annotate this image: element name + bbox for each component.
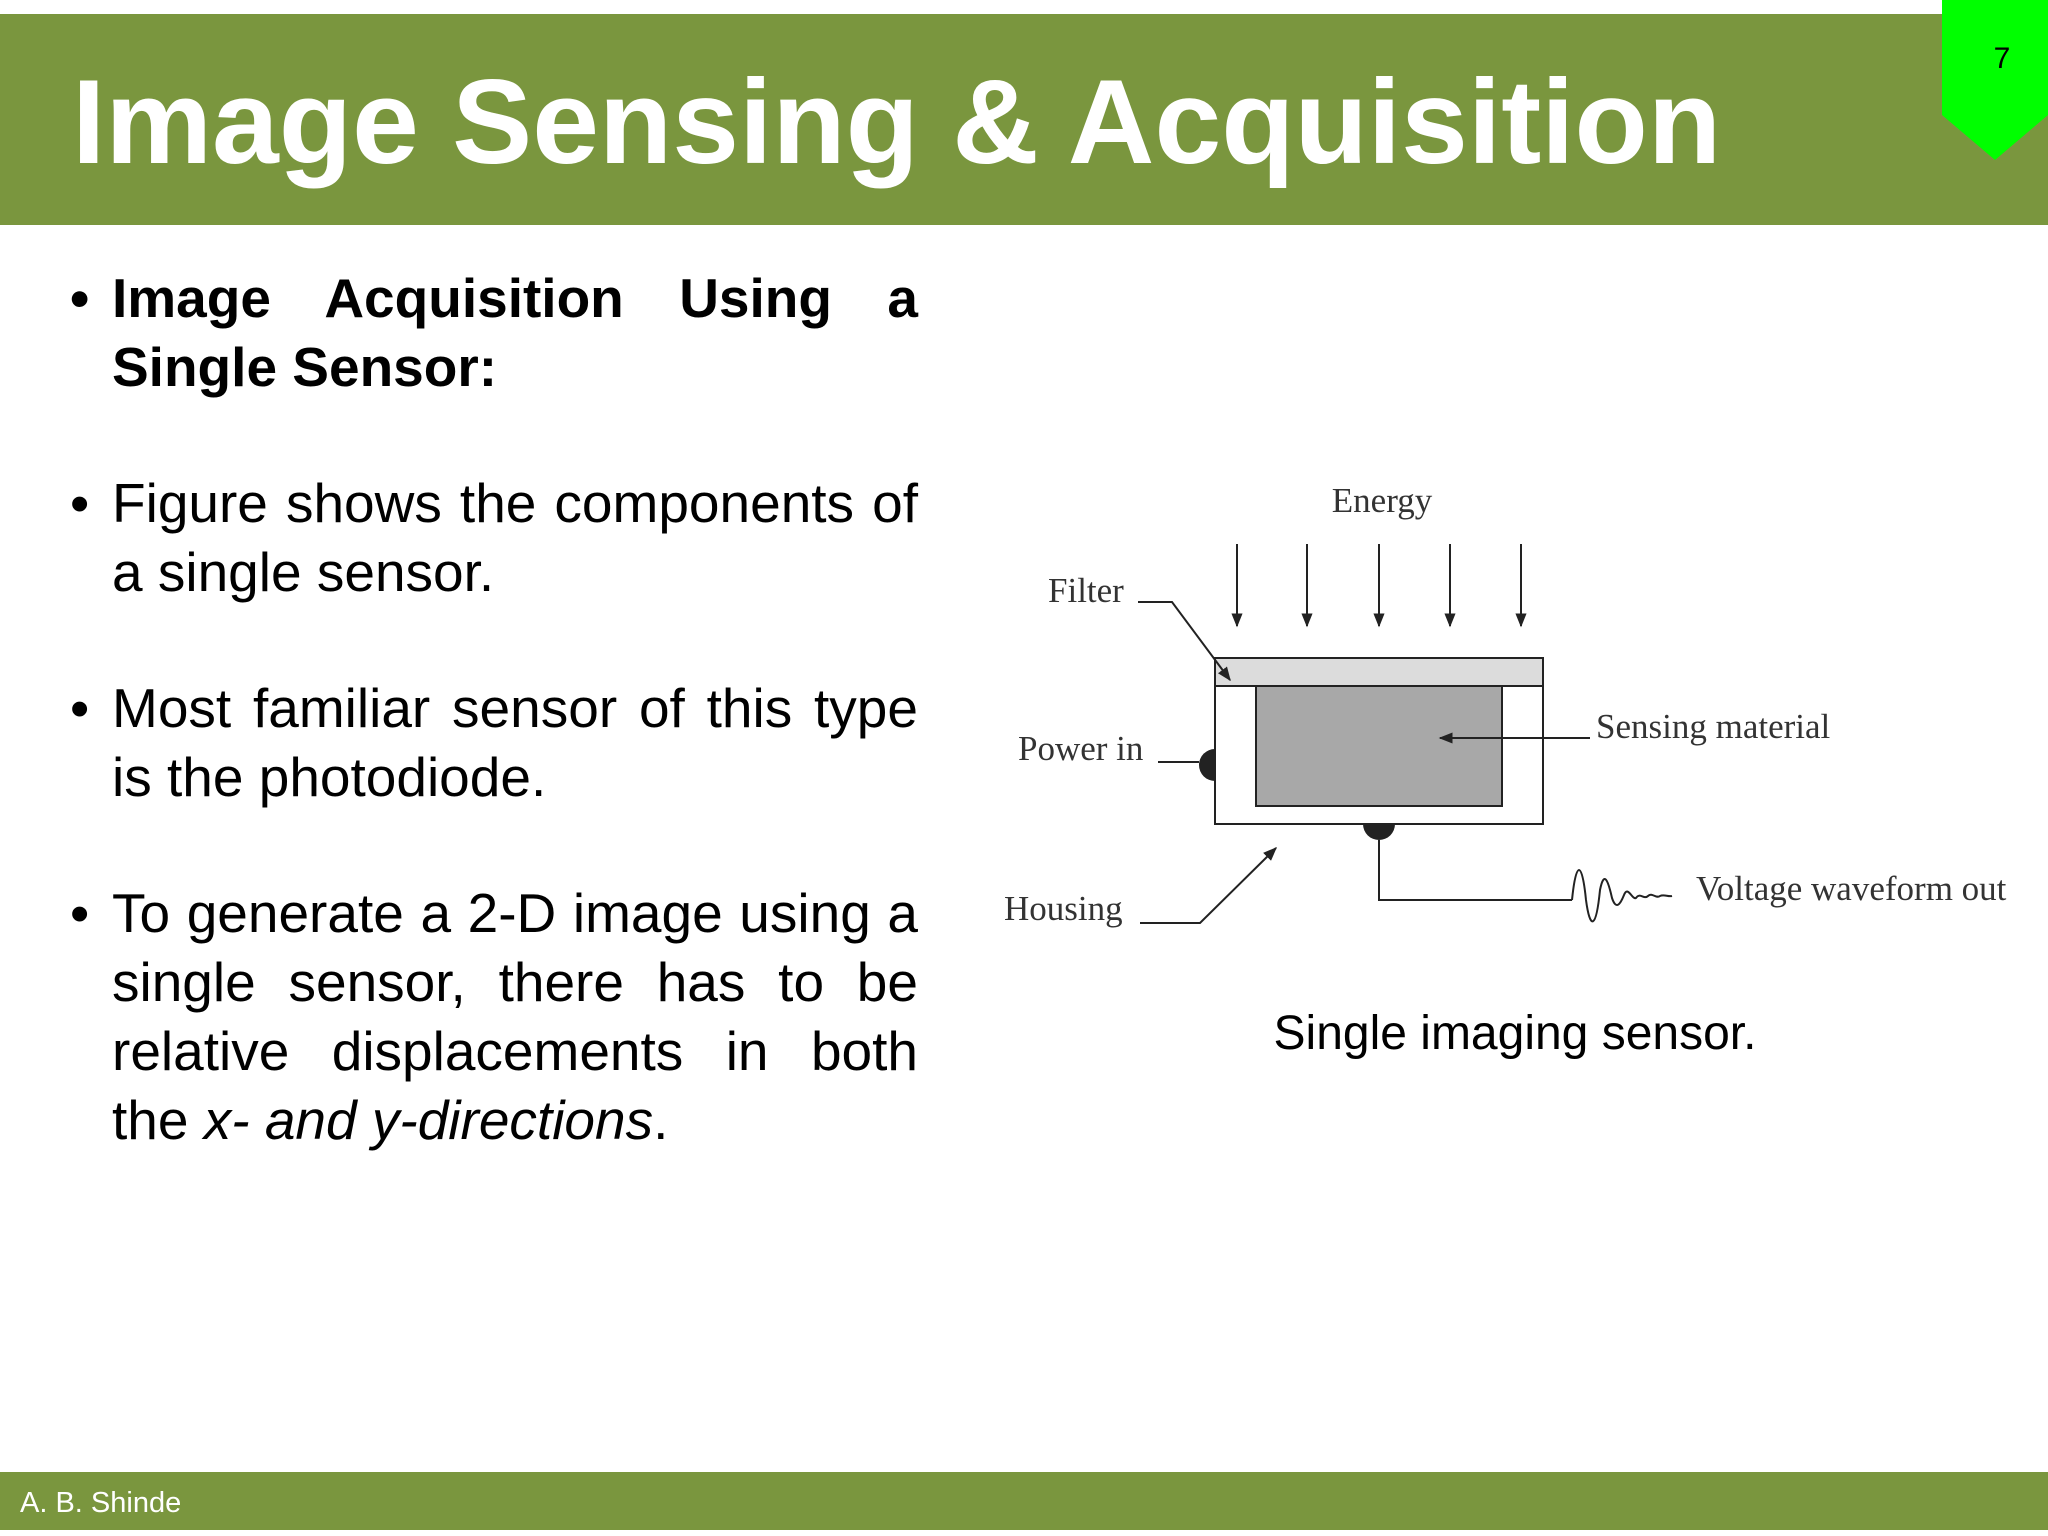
bullet-item: Most familiar sensor of this type is the… (70, 674, 918, 812)
badge-shape (1942, 0, 2048, 160)
filter-leader (1138, 601, 1231, 682)
energy-arrows (1231, 544, 1527, 628)
title-bar (0, 14, 2048, 225)
bullet-text-end: . (653, 1089, 669, 1151)
power-in-label: Power in (1018, 729, 1143, 768)
page-number-badge (1942, 0, 2048, 160)
energy-label: Energy (1332, 481, 1433, 520)
slide-title: Image Sensing & Acquisition (72, 55, 1722, 189)
bullet-list: Image Acquisition Using a Single Sensor:… (70, 264, 918, 1222)
sensing-material-block (1255, 685, 1503, 807)
housing-label: Housing (1004, 889, 1123, 928)
filter-label: Filter (1048, 571, 1124, 610)
bullet-heading: Image Acquisition Using a Single Sensor: (70, 264, 918, 402)
footer-author: A. B. Shinde (20, 1487, 182, 1519)
footer-bar (0, 1472, 2048, 1530)
bullet-item: Figure shows the components of a single … (70, 469, 918, 607)
single-sensor-diagram: Energy Filter Power in Sensing material … (1004, 481, 2007, 928)
bullet-item: To generate a 2-D image using a single s… (70, 879, 918, 1155)
sensing-material-label: Sensing material (1596, 707, 1831, 746)
voltage-out-label: Voltage waveform out (1696, 869, 2007, 908)
figure-caption: Single imaging sensor. (1273, 1007, 1757, 1060)
output-wire (1378, 840, 1572, 901)
page-number: 7 (1993, 42, 2011, 75)
housing-leader (1140, 847, 1277, 924)
voltage-waveform (1571, 869, 1673, 923)
bullet-text: To generate a 2-D image using a single s… (112, 882, 918, 1151)
filter-layer (1214, 657, 1544, 687)
bullet-italic-text: x- and y-directions (203, 1089, 654, 1151)
